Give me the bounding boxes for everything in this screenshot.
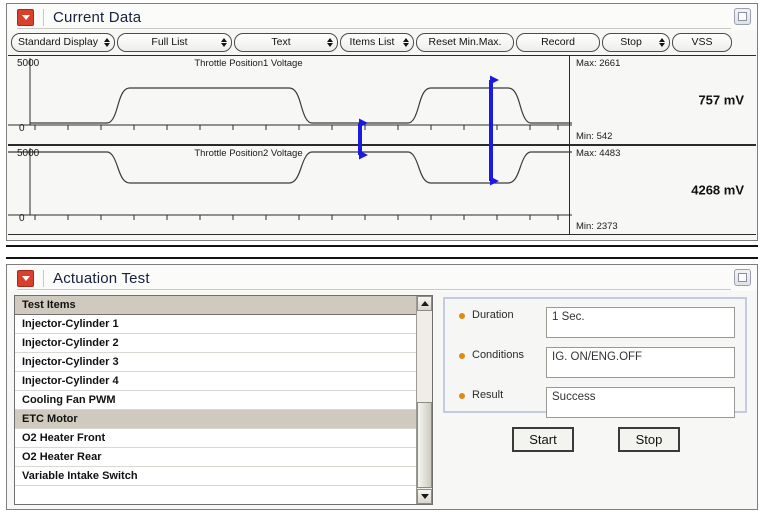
full-list-dropdown[interactable]: Full List xyxy=(117,32,232,52)
test-items-scrollbar[interactable] xyxy=(416,296,432,504)
graph-throttle-position1[interactable]: 5000 0 Throttle Position1 Voltage Max: 2… xyxy=(8,55,756,145)
record-button[interactable]: Record xyxy=(516,32,600,52)
text-dropdown[interactable]: Text xyxy=(234,32,338,52)
actuation-test-body: Test Items Injector-Cylinder 1 Injector-… xyxy=(7,291,757,509)
test-items-list[interactable]: Test Items Injector-Cylinder 1 Injector-… xyxy=(14,295,433,505)
graph1-current-value: 757 mV xyxy=(698,92,744,108)
reset-min-max-button[interactable]: Reset Min.Max. xyxy=(416,32,514,52)
record-label: Record xyxy=(541,36,575,48)
scroll-down-arrow-icon[interactable] xyxy=(417,489,432,504)
actuation-test-titlebar: Actuation Test xyxy=(7,265,757,291)
graph2-y-top-label: 5000 xyxy=(17,148,40,159)
reset-min-max-label: Reset Min.Max. xyxy=(428,36,502,48)
conditions-row: Conditions IG. ON/ENG.OFF xyxy=(455,347,735,378)
graph2-current-value: 4268 mV xyxy=(691,182,744,198)
graph1-plot-area[interactable]: 5000 0 Throttle Position1 Voltage xyxy=(8,56,572,144)
result-value[interactable]: Success xyxy=(546,387,735,418)
duration-value[interactable]: 1 Sec. xyxy=(546,307,735,338)
conditions-value[interactable]: IG. ON/ENG.OFF xyxy=(546,347,735,378)
actuation-test-panel: Actuation Test Test Items Injector-Cylin… xyxy=(6,264,758,510)
vss-label: VSS xyxy=(691,36,713,48)
list-item[interactable]: O2 Heater Front xyxy=(15,429,416,448)
actuation-details: Duration 1 Sec. Conditions IG. ON/ENG.OF… xyxy=(441,295,751,505)
spinner-icon[interactable] xyxy=(103,37,111,47)
graph2-waveform xyxy=(8,148,572,220)
graph2-min-label: Min: 2373 xyxy=(576,221,618,232)
graph1-min-label: Min: 542 xyxy=(576,131,613,142)
list-item[interactable]: Injector-Cylinder 2 xyxy=(15,334,416,353)
red-dropdown-icon[interactable] xyxy=(17,269,34,287)
graph-throttle-position2[interactable]: 5000 0 Throttle Position2 Voltage Max: 4… xyxy=(8,145,756,235)
standard-display-dropdown[interactable]: Standard Display xyxy=(11,32,115,52)
page-title: Current Data xyxy=(53,8,142,26)
items-list-label: Items List xyxy=(349,36,395,48)
list-item[interactable]: Injector-Cylinder 3 xyxy=(15,353,416,372)
actuation-action-buttons: Start Stop xyxy=(441,427,751,452)
result-row: Result Success xyxy=(455,387,735,418)
graph1-y-top-label: 5000 xyxy=(17,58,40,69)
spinner-icon[interactable] xyxy=(402,37,410,47)
title-divider xyxy=(43,8,44,26)
conditions-label: Conditions xyxy=(472,349,524,361)
panel-separator xyxy=(6,245,758,259)
items-list-dropdown[interactable]: Items List xyxy=(340,32,414,52)
full-list-label: Full List xyxy=(151,36,188,48)
red-dropdown-icon[interactable] xyxy=(17,8,34,26)
graph2-title: Throttle Position2 Voltage xyxy=(194,148,303,159)
graph1-y-bottom-label: 0 xyxy=(19,123,25,134)
stop-label: Stop xyxy=(620,36,642,48)
list-item[interactable]: Cooling Fan PWM xyxy=(15,391,416,410)
graph1-waveform xyxy=(8,58,572,130)
list-item[interactable]: Variable Intake Switch xyxy=(15,467,416,486)
restore-window-icon[interactable] xyxy=(734,8,751,25)
text-label: Text xyxy=(271,36,291,48)
start-button[interactable]: Start xyxy=(512,427,574,452)
waveform-graphs: 5000 0 Throttle Position1 Voltage Max: 2… xyxy=(8,55,756,235)
test-items-column: Test Items Injector-Cylinder 1 Injector-… xyxy=(15,296,416,504)
result-label: Result xyxy=(472,389,504,401)
restore-window-icon[interactable] xyxy=(734,269,751,286)
vss-button[interactable]: VSS xyxy=(672,32,732,52)
spinner-icon[interactable] xyxy=(326,37,334,47)
list-item[interactable]: O2 Heater Rear xyxy=(15,448,416,467)
scrollbar-thumb[interactable] xyxy=(417,402,432,488)
graph1-stats-panel: Max: 2661 757 mV Min: 542 xyxy=(570,56,756,144)
stop-dropdown[interactable]: Stop xyxy=(602,32,670,52)
bullet-icon xyxy=(459,313,465,319)
bullet-icon xyxy=(459,353,465,359)
standard-display-label: Standard Display xyxy=(18,36,98,48)
stop-button[interactable]: Stop xyxy=(618,427,680,452)
current-data-panel: Current Data Standard Display Full List … xyxy=(6,3,758,241)
current-data-titlebar: Current Data xyxy=(7,4,757,30)
scroll-up-arrow-icon[interactable] xyxy=(417,296,432,311)
list-item[interactable]: Injector-Cylinder 4 xyxy=(15,372,416,391)
current-data-toolbar: Standard Display Full List Text Items Li… xyxy=(7,30,757,54)
graph2-y-bottom-label: 0 xyxy=(19,213,25,224)
bullet-icon xyxy=(459,393,465,399)
title-divider xyxy=(43,269,44,287)
graph2-plot-area[interactable]: 5000 0 Throttle Position2 Voltage xyxy=(8,146,572,234)
graph2-max-label: Max: 4483 xyxy=(576,148,621,159)
spinner-icon[interactable] xyxy=(658,37,666,47)
graph1-max-label: Max: 2661 xyxy=(576,58,621,69)
graph2-stats-panel: Max: 4483 4268 mV Min: 2373 xyxy=(570,146,756,234)
list-item-selected[interactable]: ETC Motor xyxy=(15,410,416,429)
duration-row: Duration 1 Sec. xyxy=(455,307,735,338)
graph1-title: Throttle Position1 Voltage xyxy=(194,58,303,69)
list-item[interactable]: Injector-Cylinder 1 xyxy=(15,315,416,334)
spinner-icon[interactable] xyxy=(220,37,228,47)
test-parameters-box: Duration 1 Sec. Conditions IG. ON/ENG.OF… xyxy=(443,297,747,418)
actuation-test-title: Actuation Test xyxy=(53,269,150,287)
test-items-header: Test Items xyxy=(15,296,416,315)
duration-label: Duration xyxy=(472,309,514,321)
